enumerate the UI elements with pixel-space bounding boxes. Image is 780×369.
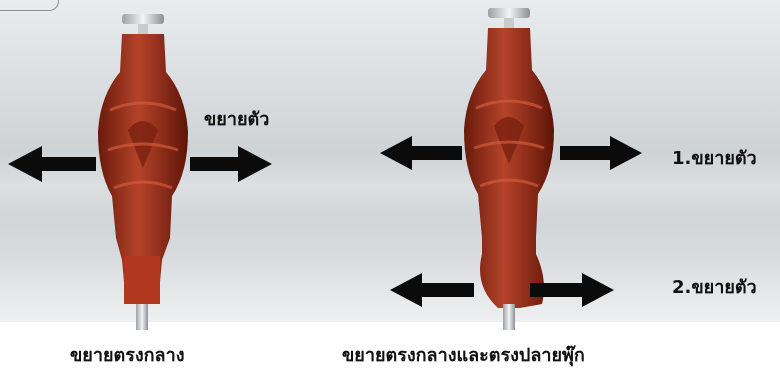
right-expand-label-2: 2.ขยายตัว <box>672 272 757 301</box>
right-wall-plug <box>464 8 554 330</box>
left-screw-tip <box>136 304 148 330</box>
left-screw-head <box>122 14 164 24</box>
left-wall-plug <box>98 14 188 330</box>
right-plug-body <box>464 28 554 308</box>
right-expand-label-1: 1.ขยายตัว <box>672 143 757 172</box>
left-arrow-out-right <box>190 146 272 182</box>
right-arrow-upper-left <box>380 136 462 170</box>
left-expand-label: ขยายตัว <box>204 104 269 133</box>
right-arrow-lower-left <box>390 273 474 307</box>
right-screw-tip <box>503 304 515 330</box>
left-caption: ขยายตรงกลาง <box>70 340 184 369</box>
right-arrow-upper-right <box>560 136 642 170</box>
right-screw-head <box>488 8 530 18</box>
left-arrow-out <box>8 146 96 182</box>
right-caption: ขยายตรงกลางและตรงปลายพุ๊ก <box>342 340 585 369</box>
left-plug-tip <box>124 256 160 304</box>
